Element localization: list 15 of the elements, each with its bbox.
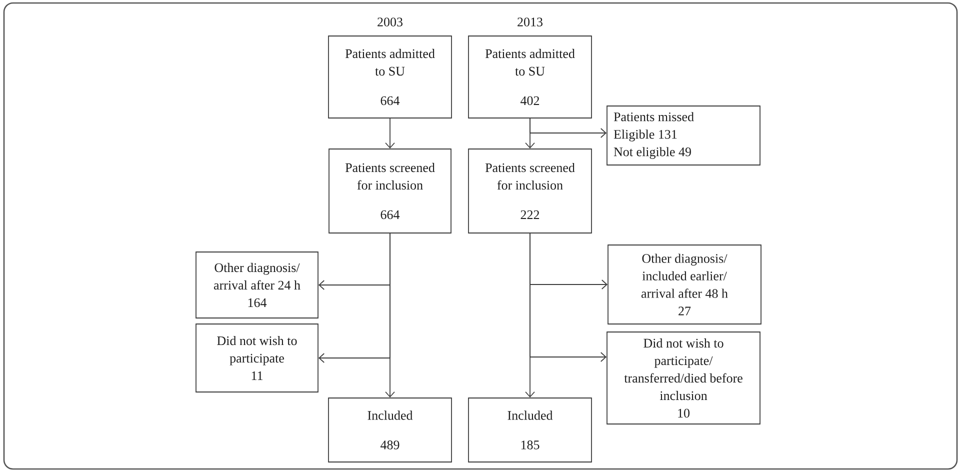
exclusion-box: Did not wish to participate 11 xyxy=(196,324,318,392)
exclusion-box: Other diagnosis/ included earlier/ arrival after 48 h 27 xyxy=(608,244,762,324)
process-box: Patients admitted to SU 402 xyxy=(468,36,592,118)
exclusion-box: Other diagnosis/ arrival after 24 h 164 xyxy=(196,252,318,318)
exclusion-box: Patients missed Eligible 131 Not eligible 49 xyxy=(606,106,760,166)
arrow xyxy=(530,118,607,138)
process-box: Patients screened for inclusion 222 xyxy=(468,148,592,234)
exclusion-box: Did not wish to participate/ transferred/died before inclusion 10 xyxy=(606,332,760,424)
process-box: Included 185 xyxy=(468,398,592,462)
arrow xyxy=(530,233,607,362)
process-box: Patients screened for inclusion 664 xyxy=(328,148,452,234)
process-box: Patients admitted to SU 664 xyxy=(328,36,452,118)
arrow xyxy=(385,118,395,149)
arrow xyxy=(318,233,390,363)
process-box: Included 489 xyxy=(328,398,452,462)
